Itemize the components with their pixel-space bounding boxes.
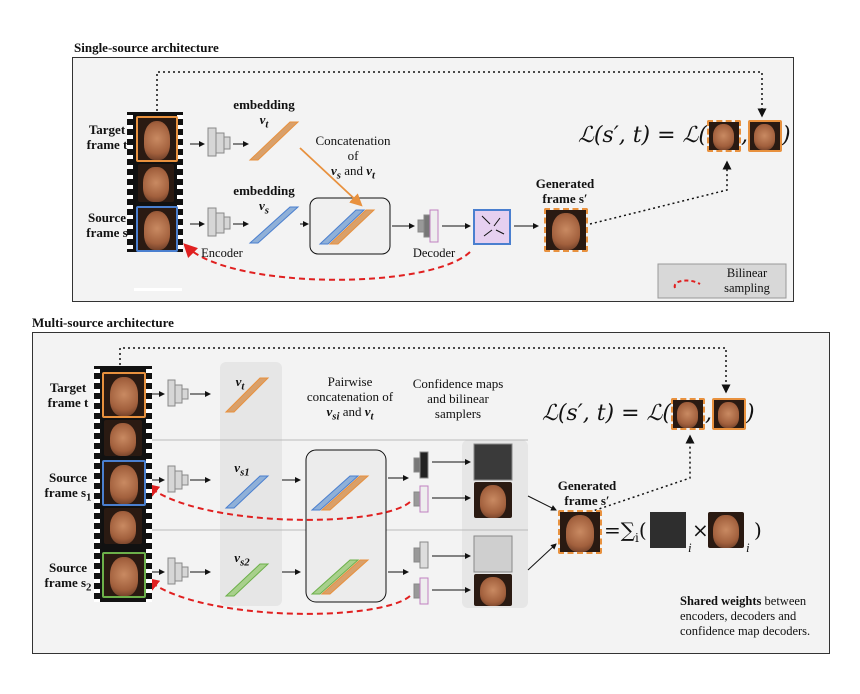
- single-loss-equation: ℒ(s′, t) = ℒ(,): [578, 120, 791, 152]
- single-source-frame: [136, 206, 178, 252]
- multi-vt-label: vt: [235, 374, 245, 393]
- bilinear-sampling-arrow: [183, 243, 471, 281]
- single-dotted-gen-to-loss: [589, 160, 732, 225]
- shared-weights-note: Shared weights between encoders, decoder…: [680, 594, 811, 638]
- multi-source-panel: [32, 332, 830, 654]
- multi-source2-frame: [102, 552, 146, 598]
- single-source-panel: [72, 57, 794, 302]
- sum-sub-i-1: i: [688, 540, 692, 555]
- encoder-icon-source: [207, 207, 231, 237]
- multi-frame-4: [104, 508, 142, 544]
- single-source-title: Single-source architecture: [74, 40, 219, 55]
- decoder-icon: [417, 209, 439, 243]
- sampled-frame-2: [474, 574, 512, 606]
- sum-close: ): [754, 518, 762, 542]
- sum-formula: =∑i(: [604, 518, 647, 545]
- multi-target-frame: [102, 372, 146, 418]
- encoder-label: Encoder: [201, 246, 243, 260]
- multi-generated-frame: [558, 510, 602, 554]
- multi-loss-equation: ℒ(s′, t) = ℒ(,): [542, 398, 755, 430]
- single-middle-frame: [138, 164, 174, 202]
- flow-field-icon: [473, 209, 511, 245]
- decoder-label: Decoder: [412, 246, 456, 260]
- sum-frame: [708, 512, 744, 548]
- sum-times: ×: [692, 518, 709, 542]
- sum-sub-i-2: i: [746, 540, 750, 555]
- single-dotted-loop: [156, 71, 767, 118]
- multi-vs1-label: vs1: [234, 460, 250, 479]
- multi-source-title: Multi-source architecture: [32, 315, 174, 330]
- single-generated-frame: [544, 208, 588, 252]
- multi-vs2-label: vs2: [234, 550, 250, 569]
- embedding-vs-label: embedding vs: [233, 183, 295, 217]
- embedding-vs-bar: [248, 206, 300, 244]
- multi-frame-2: [104, 420, 142, 456]
- embedding-vt-bar: [248, 121, 300, 161]
- embedding-vt-label: embedding vt: [233, 97, 295, 131]
- multi-source1-frame: [102, 460, 146, 506]
- single-target-frame: [136, 116, 178, 162]
- encoder-icon-target: [207, 127, 231, 157]
- sampled-frame-1: [474, 482, 512, 518]
